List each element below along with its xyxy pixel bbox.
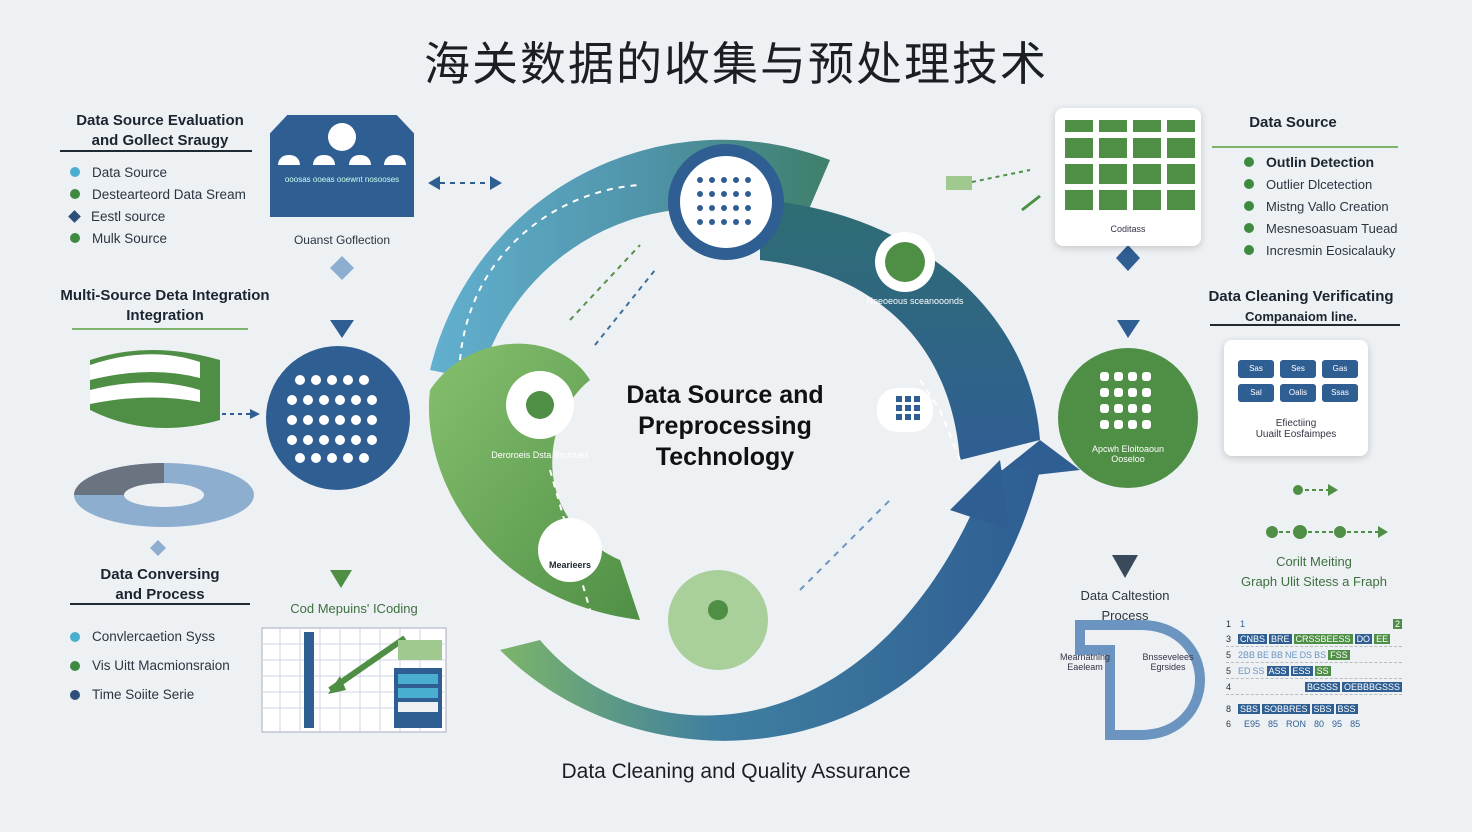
source-item: Outlier Dlcetection <box>1244 173 1398 195</box>
source-list: Outlin Detection Outlier Dlcetection Mis… <box>1244 151 1398 261</box>
source-item: Outlin Detection <box>1244 151 1398 173</box>
source-rule <box>1212 146 1398 148</box>
conversion-item: Vis Uitt Macmionsraion <box>70 651 230 680</box>
eval-heading: Data Source Evaluation and Gollect Sraug… <box>76 112 244 149</box>
integration-heading: Multi-Source Deta Integration Integratio… <box>60 287 270 324</box>
conversion-item: Time Soiite Serie <box>70 680 230 709</box>
top-node-grid <box>697 177 751 225</box>
node-lower-green <box>538 518 602 582</box>
diamond-left-1 <box>330 256 354 280</box>
cleaning-circle-caption: Apcwh Eloitoaoun Ooseloo <box>1091 444 1165 464</box>
coding-grid <box>261 627 447 733</box>
process-right-label: Bnssevelees Egrsides <box>1142 652 1194 672</box>
source-item: Mesnesoasuam Tuead <box>1244 217 1398 239</box>
integration-rule <box>72 328 248 330</box>
cleaning-circle <box>1058 348 1198 488</box>
arrow-down-left-2 <box>330 570 352 588</box>
ring-shape-icon <box>74 463 254 527</box>
ring-top-right-label: Noeoeous sceanooonds <box>866 296 964 306</box>
arrow-down-right-2 <box>1112 555 1138 578</box>
collection-card-icons <box>278 155 406 165</box>
collection-caption: Ouanst Goflection <box>293 233 391 247</box>
integration-circle-grid <box>287 375 377 463</box>
key-chip: Ses <box>1280 360 1316 378</box>
ring-arrowhead-bottom <box>950 460 1010 530</box>
graph-heading: Corilt Meiting Graph Ulit Sitess a Fraph <box>1241 554 1387 589</box>
stacked-layers-icon <box>90 350 220 428</box>
arrow-dashed-5 <box>919 379 961 461</box>
ring-lower-green-label: Mearieers <box>548 560 592 570</box>
key-chip: Sal <box>1238 384 1274 402</box>
source-item: Mistng Vallo Creation <box>1244 195 1398 217</box>
arrow-to-source <box>971 169 1031 183</box>
source-heading: Data Source <box>1249 114 1337 131</box>
key-chip: Ssas <box>1322 384 1358 402</box>
conversion-rule <box>70 603 250 605</box>
eval-list: Data Source Destearteord Data Sream Eest… <box>68 161 246 249</box>
cleaning-heading: Data Cleaning Verificating Companaiom li… <box>1208 288 1394 324</box>
diamond-right <box>1116 245 1140 271</box>
keys-card-caption: Efiectiing Uuailt Eosfaimpes <box>1255 418 1337 440</box>
diamond-left-2 <box>150 540 166 556</box>
cleaning-rule <box>1210 324 1400 326</box>
arrow-dashed-1 <box>459 184 641 361</box>
arrow-dashed-2 <box>569 244 641 321</box>
eval-item: Mulk Source <box>70 227 246 249</box>
eval-rule <box>60 150 252 152</box>
keys-card: Sas Ses Gas Sal Oalis Ssas Efiectiing Uu… <box>1224 340 1368 456</box>
process-d-shape <box>1075 620 1205 740</box>
key-chip: Oalis <box>1280 384 1316 402</box>
page-title: 海关数据的收集与预处理技术 <box>424 37 1048 91</box>
ring-arc-bottom <box>500 470 1040 741</box>
source-item: Incresmin Eosicalauky <box>1244 239 1398 261</box>
ring-arc-right <box>760 200 1040 460</box>
center-title-line1: Data Source and <box>626 381 824 409</box>
conversion-item: Convlercaetion Syss <box>70 622 230 651</box>
coding-caption: Cod Mepuins' ICoding <box>290 601 418 616</box>
process-left-label: Mearnatning Eaeleam <box>1059 652 1111 672</box>
keys-card-grid: Sas Ses Gas Sal Oalis Ssas <box>1238 360 1358 402</box>
arrow-dashed-4 <box>799 499 891 591</box>
process-heading: Data Caltestion Process <box>1080 588 1170 623</box>
conversion-heading: Data Conversing and Process <box>100 566 220 603</box>
key-chip: Sas <box>1238 360 1274 378</box>
center-title-line3: Technology <box>655 443 795 471</box>
center-title-line2: Preprocessing <box>638 412 812 440</box>
cleaning-circle-grid <box>1100 372 1151 429</box>
key-chip: Gas <box>1322 360 1358 378</box>
keypad-grid <box>896 396 920 420</box>
grid-card-caption: Coditass <box>1110 224 1146 234</box>
arrow-down-right <box>1117 320 1140 338</box>
ring-green-label: Deroroeis Dsta Bruicues <box>491 450 589 460</box>
arrow-down-left-1 <box>330 320 354 338</box>
eval-item: Destearteord Data Sream <box>70 183 246 205</box>
eval-item: Data Source <box>70 161 246 183</box>
eval-item: Eestl source <box>68 205 246 227</box>
bottom-caption: Data Cleaning and Quality Assurance <box>561 760 911 783</box>
arrow-dashed-3 <box>594 269 656 346</box>
collection-card: ooosas ooeas ooewnt nosooses <box>270 115 414 217</box>
center-title: Data Source and Preprocessing Technology <box>600 380 850 473</box>
grid-card-cells <box>1065 120 1195 210</box>
user-icon <box>328 123 356 151</box>
grid-card: Coditass <box>1055 108 1201 246</box>
collection-card-text: ooosas ooeas ooewnt nosooses <box>284 175 400 184</box>
conversion-list: Convlercaetion Syss Vis Uitt Macmionsrai… <box>70 622 230 709</box>
